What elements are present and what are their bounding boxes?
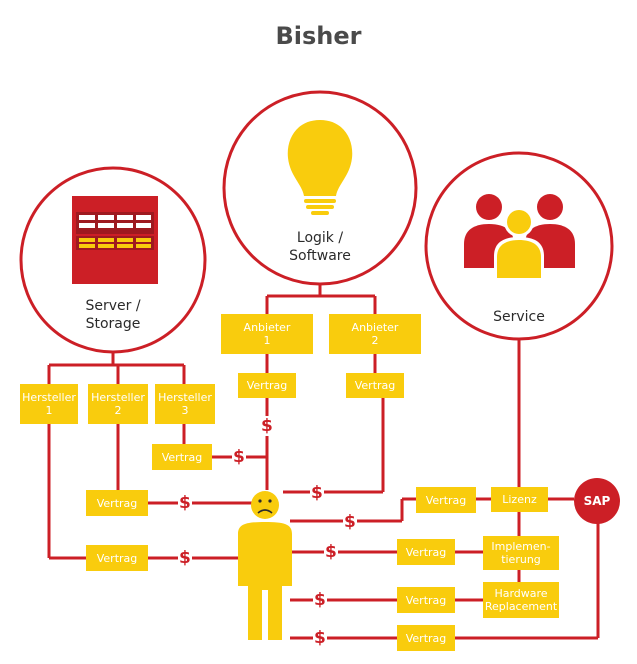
- light-bulb-icon: [287, 120, 353, 215]
- dollar-sign: $: [324, 542, 338, 562]
- dollar-sign: $: [178, 493, 192, 513]
- person-icon: [238, 491, 292, 640]
- sap-circle: SAP: [574, 478, 620, 524]
- vertrag-anbieter-1-box: Vertrag: [238, 373, 296, 398]
- dollar-sign: $: [178, 548, 192, 568]
- server-rack-icon: [72, 196, 158, 284]
- vertrag-hersteller-1-box: Vertrag: [86, 545, 148, 571]
- server-storage-label: Server /Storage: [85, 298, 141, 332]
- vertrag-lizenz-box: Vertrag: [416, 487, 476, 513]
- dollar-sign: $: [310, 483, 324, 503]
- logik-software-label: Logik /Software: [289, 230, 351, 264]
- dollar-sign: $: [232, 447, 246, 467]
- service-label: Service: [493, 309, 545, 325]
- lizenz-box: Lizenz: [491, 487, 548, 512]
- people-group-icon: [464, 194, 575, 280]
- implementierung-box: Implemen-tierung: [483, 536, 559, 570]
- vertrag-hersteller-2-box: Vertrag: [86, 490, 148, 516]
- dollar-sign: $: [343, 512, 357, 532]
- page-title: Bisher: [275, 22, 362, 50]
- dollar-sign: $: [260, 416, 274, 436]
- vertrag-hersteller-3-box: Vertrag: [152, 444, 212, 470]
- sad-face-icon: [257, 509, 273, 514]
- vertrag-hardware-box: Vertrag: [397, 587, 455, 613]
- dollar-sign: $: [313, 590, 327, 610]
- dollar-sign: $: [313, 628, 327, 648]
- vertrag-implementierung-box: Vertrag: [397, 539, 455, 565]
- vertrag-anbieter-2-box: Vertrag: [346, 373, 404, 398]
- vertrag-sap-box: Vertrag: [397, 625, 455, 651]
